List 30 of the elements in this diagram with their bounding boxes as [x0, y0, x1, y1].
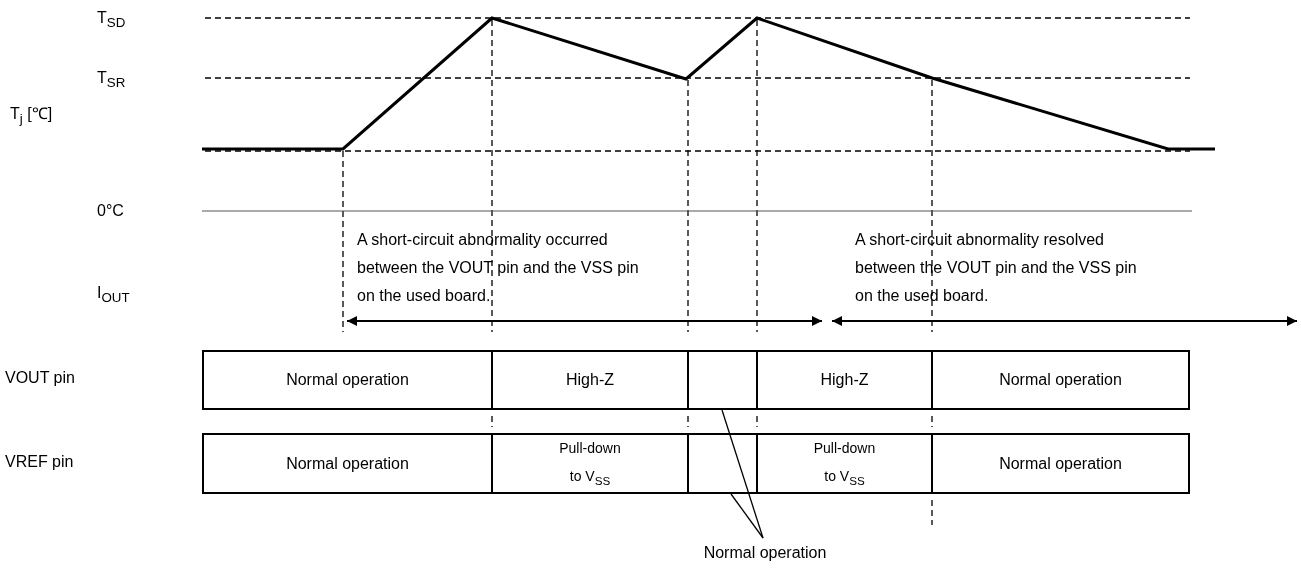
state-box — [756, 350, 933, 410]
state-text: High-Z — [820, 370, 869, 390]
axis-tick-label: T$_{SD}$ — [97, 8, 126, 33]
leader-line — [721, 409, 764, 539]
axis-tick-label: T$_{SR}$ — [97, 68, 126, 93]
empty-state-box — [687, 433, 758, 494]
state-box — [491, 350, 689, 410]
leader-line — [730, 493, 764, 539]
state-text: Normal operation — [999, 453, 1122, 474]
axis-label: I$_{OUT}$ — [97, 283, 130, 308]
annotation-text: A short-circuit abnormality occurred between the VOUT pin and the VSS pin on the used board. — [357, 230, 640, 306]
state-text: Pull-down to V$_{SS}$ — [812, 439, 877, 490]
state-box — [202, 433, 493, 494]
empty-state-box — [687, 350, 758, 410]
state-text: Pull-down to V$_{SS}$ — [558, 439, 622, 490]
state-box — [491, 433, 689, 494]
state-text: High-Z — [566, 370, 614, 390]
state-text: Normal operation — [999, 370, 1122, 390]
annotation-text: A short-circuit abnormality resolved between the VOUT pin and the VSS pin on the used board. — [855, 230, 1138, 306]
state-text: Normal operation — [286, 453, 409, 474]
state-box — [202, 350, 493, 410]
state-box — [931, 433, 1190, 494]
row-label: VREF pin — [5, 452, 74, 472]
state-text: Normal operation — [286, 370, 409, 390]
state-box — [756, 433, 933, 494]
axis-tick-label: 0°C — [97, 201, 124, 221]
axis-label: T$_{j}$ [℃] — [10, 104, 53, 129]
callout-text: Normal operation — [690, 538, 840, 568]
row-label: VOUT pin — [5, 368, 75, 388]
state-box — [931, 350, 1190, 410]
